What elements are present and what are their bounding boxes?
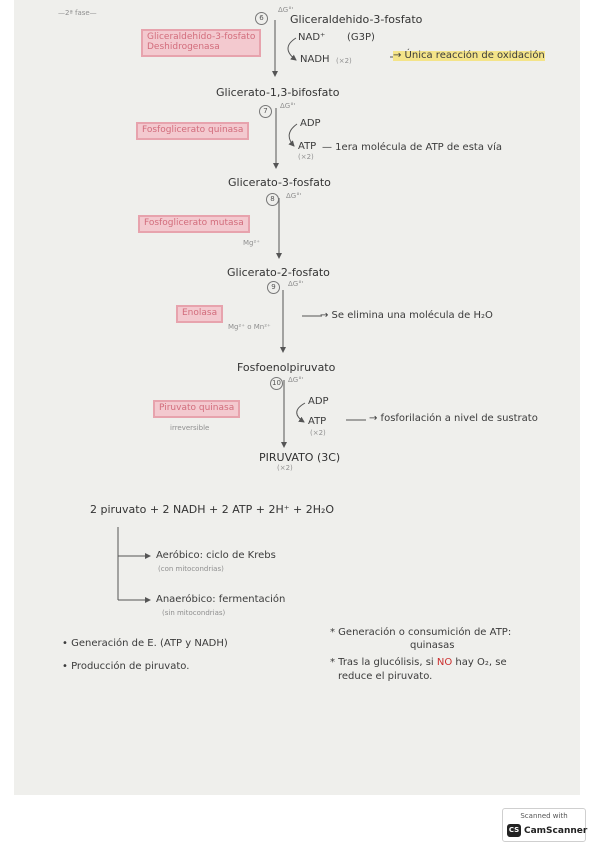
note-reduce-pyruvate: reduce el piruvato. xyxy=(338,671,433,682)
camscanner-logo-icon: CS xyxy=(507,824,521,837)
stoich-x2: (×2) xyxy=(277,464,293,472)
cofactor-out: ATP xyxy=(308,416,327,427)
substrate-pep: Fosfoenolpiruvato xyxy=(237,361,336,374)
delta-g-label: ΔG°' xyxy=(286,192,302,200)
enzyme-phosphoglycerate-mutase: Fosfoglicerato mutasa xyxy=(138,215,250,233)
step-number: 10 xyxy=(270,377,283,390)
enzyme-enolase: Enolasa xyxy=(176,305,224,323)
step-number: 7 xyxy=(259,105,272,118)
note-anaerobic: * Tras la glucólisis, si NO hay O₂, se xyxy=(330,658,507,668)
note-no-emphasis: NO xyxy=(436,657,453,668)
step-number: 9 xyxy=(267,281,280,294)
substrate-3pg: Glicerato-3-fosfato xyxy=(228,176,331,189)
summary-equation: 2 piruvato + 2 NADH + 2 ATP + 2H⁺ + 2H₂O xyxy=(90,503,335,516)
delta-g-label: ΔG°' xyxy=(278,6,294,14)
scanned-with-label: Scanned with xyxy=(520,812,568,820)
irreversible-label: irreversible xyxy=(170,424,210,432)
delta-g-label: ΔG°' xyxy=(280,102,296,110)
enzyme-phosphoglycerate-kinase: Fosfoglicerato quinasa xyxy=(136,122,250,140)
note-anaerobic-a: * Tras la glucólisis, si xyxy=(330,657,437,668)
stoich-x2: (×2) xyxy=(310,429,326,437)
enzyme-pyruvate-kinase: Piruvato quinasa xyxy=(153,400,241,418)
step-number: 6 xyxy=(255,12,268,25)
bullet-energy: • Generación de E. (ATP y NADH) xyxy=(62,638,228,649)
step-number: 8 xyxy=(266,193,279,206)
oxidation-note: → Única reacción de oxidación xyxy=(393,50,545,61)
branch-anaerobic-note: (sin mitocondrias) xyxy=(162,609,226,617)
delta-g-label: ΔG°' xyxy=(288,376,304,384)
camscanner-badge: Scanned with CS CamScanner xyxy=(502,808,588,842)
substrate-phosphorylation-note: → fosforilación a nivel de sustrato xyxy=(369,413,538,424)
camscanner-name: CamScanner xyxy=(524,826,588,836)
phase-title: —2ª fase— xyxy=(58,9,97,17)
note-anaerobic-b: hay O₂, se xyxy=(452,657,507,668)
atp-note: — 1era molécula de ATP de esta vía xyxy=(322,142,502,153)
substrate-2pg: Glicerato-2-fosfato xyxy=(227,266,330,279)
cofactor-mg: Mg²⁺ xyxy=(243,239,260,247)
cofactor-out: NADH xyxy=(300,54,330,65)
enzyme-g3p-dehydrogenase: Gliceraldehído-3-fosfato Deshidrogenasa xyxy=(141,29,262,57)
cofactor-out: ATP xyxy=(298,141,317,152)
product-pyruvate: PIRUVATO (3C) xyxy=(259,451,341,464)
water-note: → Se elimina una molécula de H₂O xyxy=(320,310,493,321)
branch-aerobic: Aeróbico: ciclo de Krebs xyxy=(156,550,276,561)
substrate-g3p: Gliceraldehido-3-fosfato xyxy=(290,13,423,26)
g3p-abbrev: (G3P) xyxy=(347,32,375,43)
stoich-x2: (×2) xyxy=(298,153,314,161)
notebook-page xyxy=(14,0,580,795)
stoich-x2: (×2) xyxy=(336,57,352,65)
note-atp-kinases: * Generación o consumición de ATP: xyxy=(330,627,512,638)
note-kinases: quinasas xyxy=(410,640,455,651)
cofactor-in: ADP xyxy=(300,118,321,129)
cofactor-mg-mn: Mg²⁺ o Mn²⁺ xyxy=(228,323,271,331)
delta-g-label: ΔG°' xyxy=(288,280,304,288)
substrate-13bpg: Glicerato-1,3-bifosfato xyxy=(216,86,340,99)
bullet-pyruvate: • Producción de piruvato. xyxy=(62,661,190,672)
branch-anaerobic: Anaeróbico: fermentación xyxy=(156,594,286,605)
cofactor-in: NAD⁺ xyxy=(298,32,326,43)
branch-aerobic-note: (con mitocondrias) xyxy=(158,565,224,573)
cofactor-in: ADP xyxy=(308,396,329,407)
